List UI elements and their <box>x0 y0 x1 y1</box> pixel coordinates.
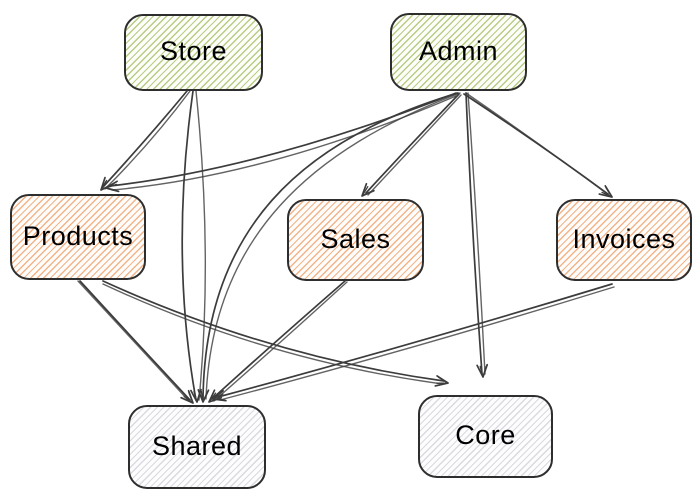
node-label: Products <box>22 220 134 251</box>
node-store: Store <box>124 14 263 91</box>
edge-store-shared <box>181 90 207 403</box>
node-core: Core <box>418 395 553 478</box>
edge-invoices-shared <box>212 283 615 402</box>
edge-products-shared <box>77 280 194 404</box>
node-label: Store <box>159 36 228 66</box>
edge-products-core <box>102 280 449 387</box>
node-admin: Admin <box>390 13 527 91</box>
node-label: Core <box>455 420 516 450</box>
node-products: Products <box>10 194 146 280</box>
node-label: Admin <box>418 35 499 66</box>
node-shared: Shared <box>128 405 266 489</box>
edge-store-products <box>100 90 191 191</box>
edge-admin-invoices <box>463 92 613 198</box>
node-sales: Sales <box>287 199 424 281</box>
node-invoices: Invoices <box>556 199 692 281</box>
node-label: Sales <box>320 223 391 254</box>
edge-admin-core <box>465 92 489 378</box>
node-label: Invoices <box>572 223 676 254</box>
edge-admin-sales <box>361 93 462 197</box>
node-label: Shared <box>151 430 243 461</box>
edge-admin-products <box>105 92 457 193</box>
edge-sales-shared <box>208 280 348 403</box>
